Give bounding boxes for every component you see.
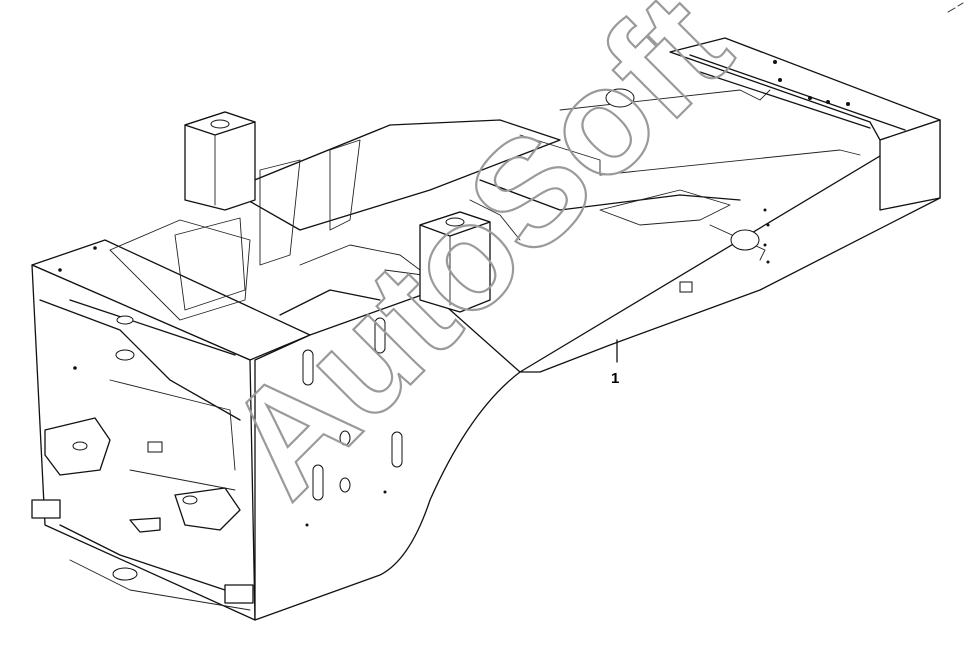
mounting-holes — [58, 60, 850, 581]
lower-brackets — [31, 417, 254, 604]
callout-label: 1 — [611, 370, 619, 387]
corner-mark — [947, 2, 964, 13]
watermark-text: AutoSoft — [194, 0, 760, 528]
frame-detail-lines — [39, 54, 906, 611]
chassis-frame — [31, 37, 941, 621]
rear-post — [184, 111, 256, 211]
centre-post — [419, 211, 491, 313]
part-callout: 1 — [611, 339, 619, 387]
